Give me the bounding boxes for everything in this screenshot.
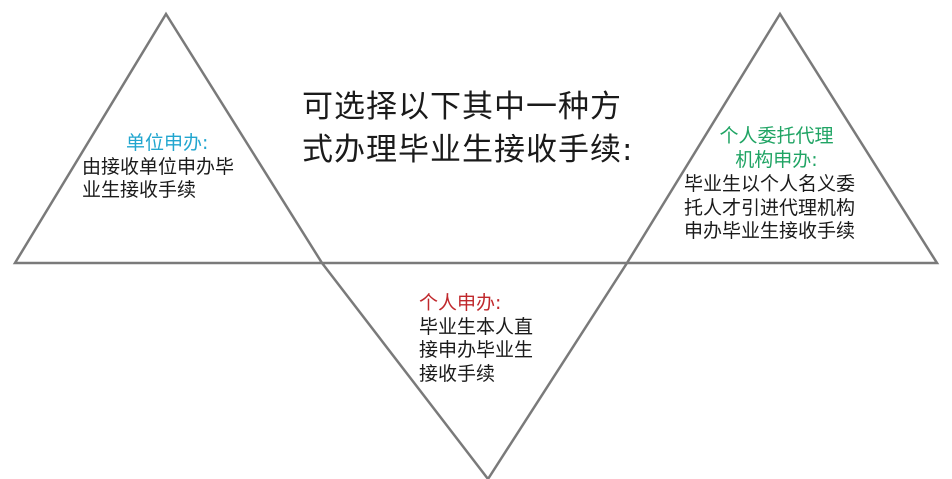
personal-application-body-line-3: 接收手续 [419,362,496,385]
unit-application-body-line-1: 由接收单位申办毕 [82,156,235,179]
agency-application-block: 个人委托代理 机构申办: 毕业生以个人名义委 托人才引进代理机构 申办毕业生接收… [684,125,894,243]
agency-application-body-line-2: 托人才引进代理机构 [684,196,856,219]
diagram-title: 可选择以下其中一种方 式办理毕业生接收手续: [302,86,633,172]
personal-application-body-line-1: 毕业生本人直 [419,316,534,339]
middle-downward-triangle [319,261,630,479]
right-upward-triangle [624,11,940,265]
personal-application-body-line-2: 接申办毕业生 [419,339,534,362]
agency-application-heading-line-2: 机构申办: [735,149,818,172]
title-line-1: 可选择以下其中一种方 [302,89,622,125]
agency-application-body-line-1: 毕业生以个人名义委 [684,173,856,196]
personal-application-block: 个人申办: 毕业生本人直 接申办毕业生 接收手续 [419,292,533,386]
personal-application-heading: 个人申办: [419,292,502,314]
agency-application-body-line-3: 申办毕业生接收手续 [684,219,856,242]
unit-application-body-line-2: 业生接收手续 [82,179,197,202]
left-upward-triangle [12,11,325,265]
title-line-2: 式办理毕业生接收手续: [302,131,634,168]
unit-application-heading: 单位申办: [126,132,209,154]
agency-application-heading-line-1: 个人委托代理 [719,125,834,147]
unit-application-block: 单位申办: 由接收单位申办毕 业生接收手续 [82,132,234,203]
